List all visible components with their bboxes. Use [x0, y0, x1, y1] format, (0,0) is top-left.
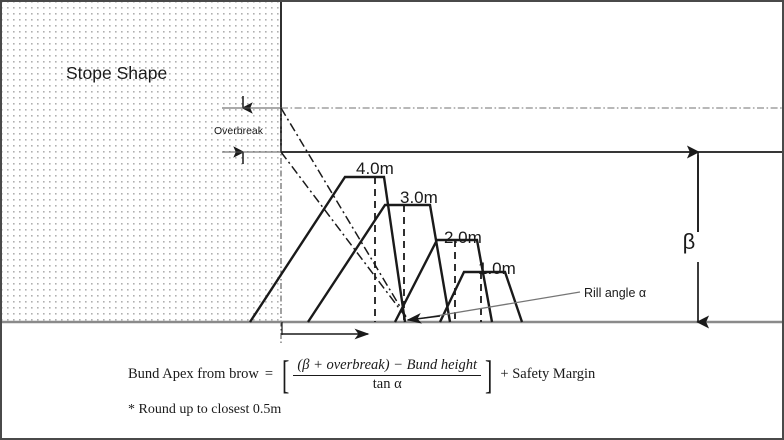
bund-label-1-0m: 1.0m — [478, 259, 516, 278]
bund-2-0m-outline — [393, 238, 494, 323]
bund-1-0m — [438, 270, 524, 323]
formula-equation: Bund Apex from brow = [ (β + overbreak) … — [128, 352, 668, 398]
bund-label-2-0m: 2.0m — [444, 228, 482, 247]
formula-fraction: (β + overbreak) − Bund height tan α — [293, 357, 482, 393]
bund-3-0m — [306, 203, 452, 323]
rill-angle-label: Rill angle α — [584, 286, 646, 300]
formula-bracket-open: [ — [282, 352, 290, 398]
overbreak-label: Overbreak — [214, 125, 264, 137]
formula-block: Bund Apex from brow = [ (β + overbreak) … — [128, 352, 668, 418]
formula-rhs: + Safety Margin — [500, 366, 596, 383]
bund-label-4-0m: 4.0m — [356, 159, 394, 178]
bund-3-0m-outline — [306, 203, 452, 323]
bund-1-0m-outline — [438, 270, 524, 323]
formula-denominator: tan α — [372, 375, 402, 392]
formula-equals-sign: = — [264, 366, 274, 383]
rill-angle-leader-line — [423, 291, 581, 319]
rill-angle-arrow — [406, 312, 441, 324]
formula-fraction-bar — [293, 374, 482, 376]
stope-shape-label: Stope Shape — [66, 63, 167, 83]
bund-4-0m — [248, 175, 407, 323]
bund-4-0m-outline — [248, 175, 407, 323]
formula-bracket-close: ] — [485, 352, 493, 398]
bund-2-0m — [393, 238, 494, 323]
rill-projection-line-upper — [280, 107, 409, 321]
bund-label-3-0m: 3.0m — [400, 188, 438, 207]
beta-label: β — [683, 229, 696, 254]
formula-numerator: (β + overbreak) − Bund height — [297, 357, 478, 373]
formula-lhs: Bund Apex from brow — [128, 366, 259, 383]
stope-shape-lower-fill — [2, 152, 281, 322]
rill-projection-line-lower — [280, 151, 409, 321]
formula-note: * Round up to closest 0.5m — [128, 401, 282, 417]
